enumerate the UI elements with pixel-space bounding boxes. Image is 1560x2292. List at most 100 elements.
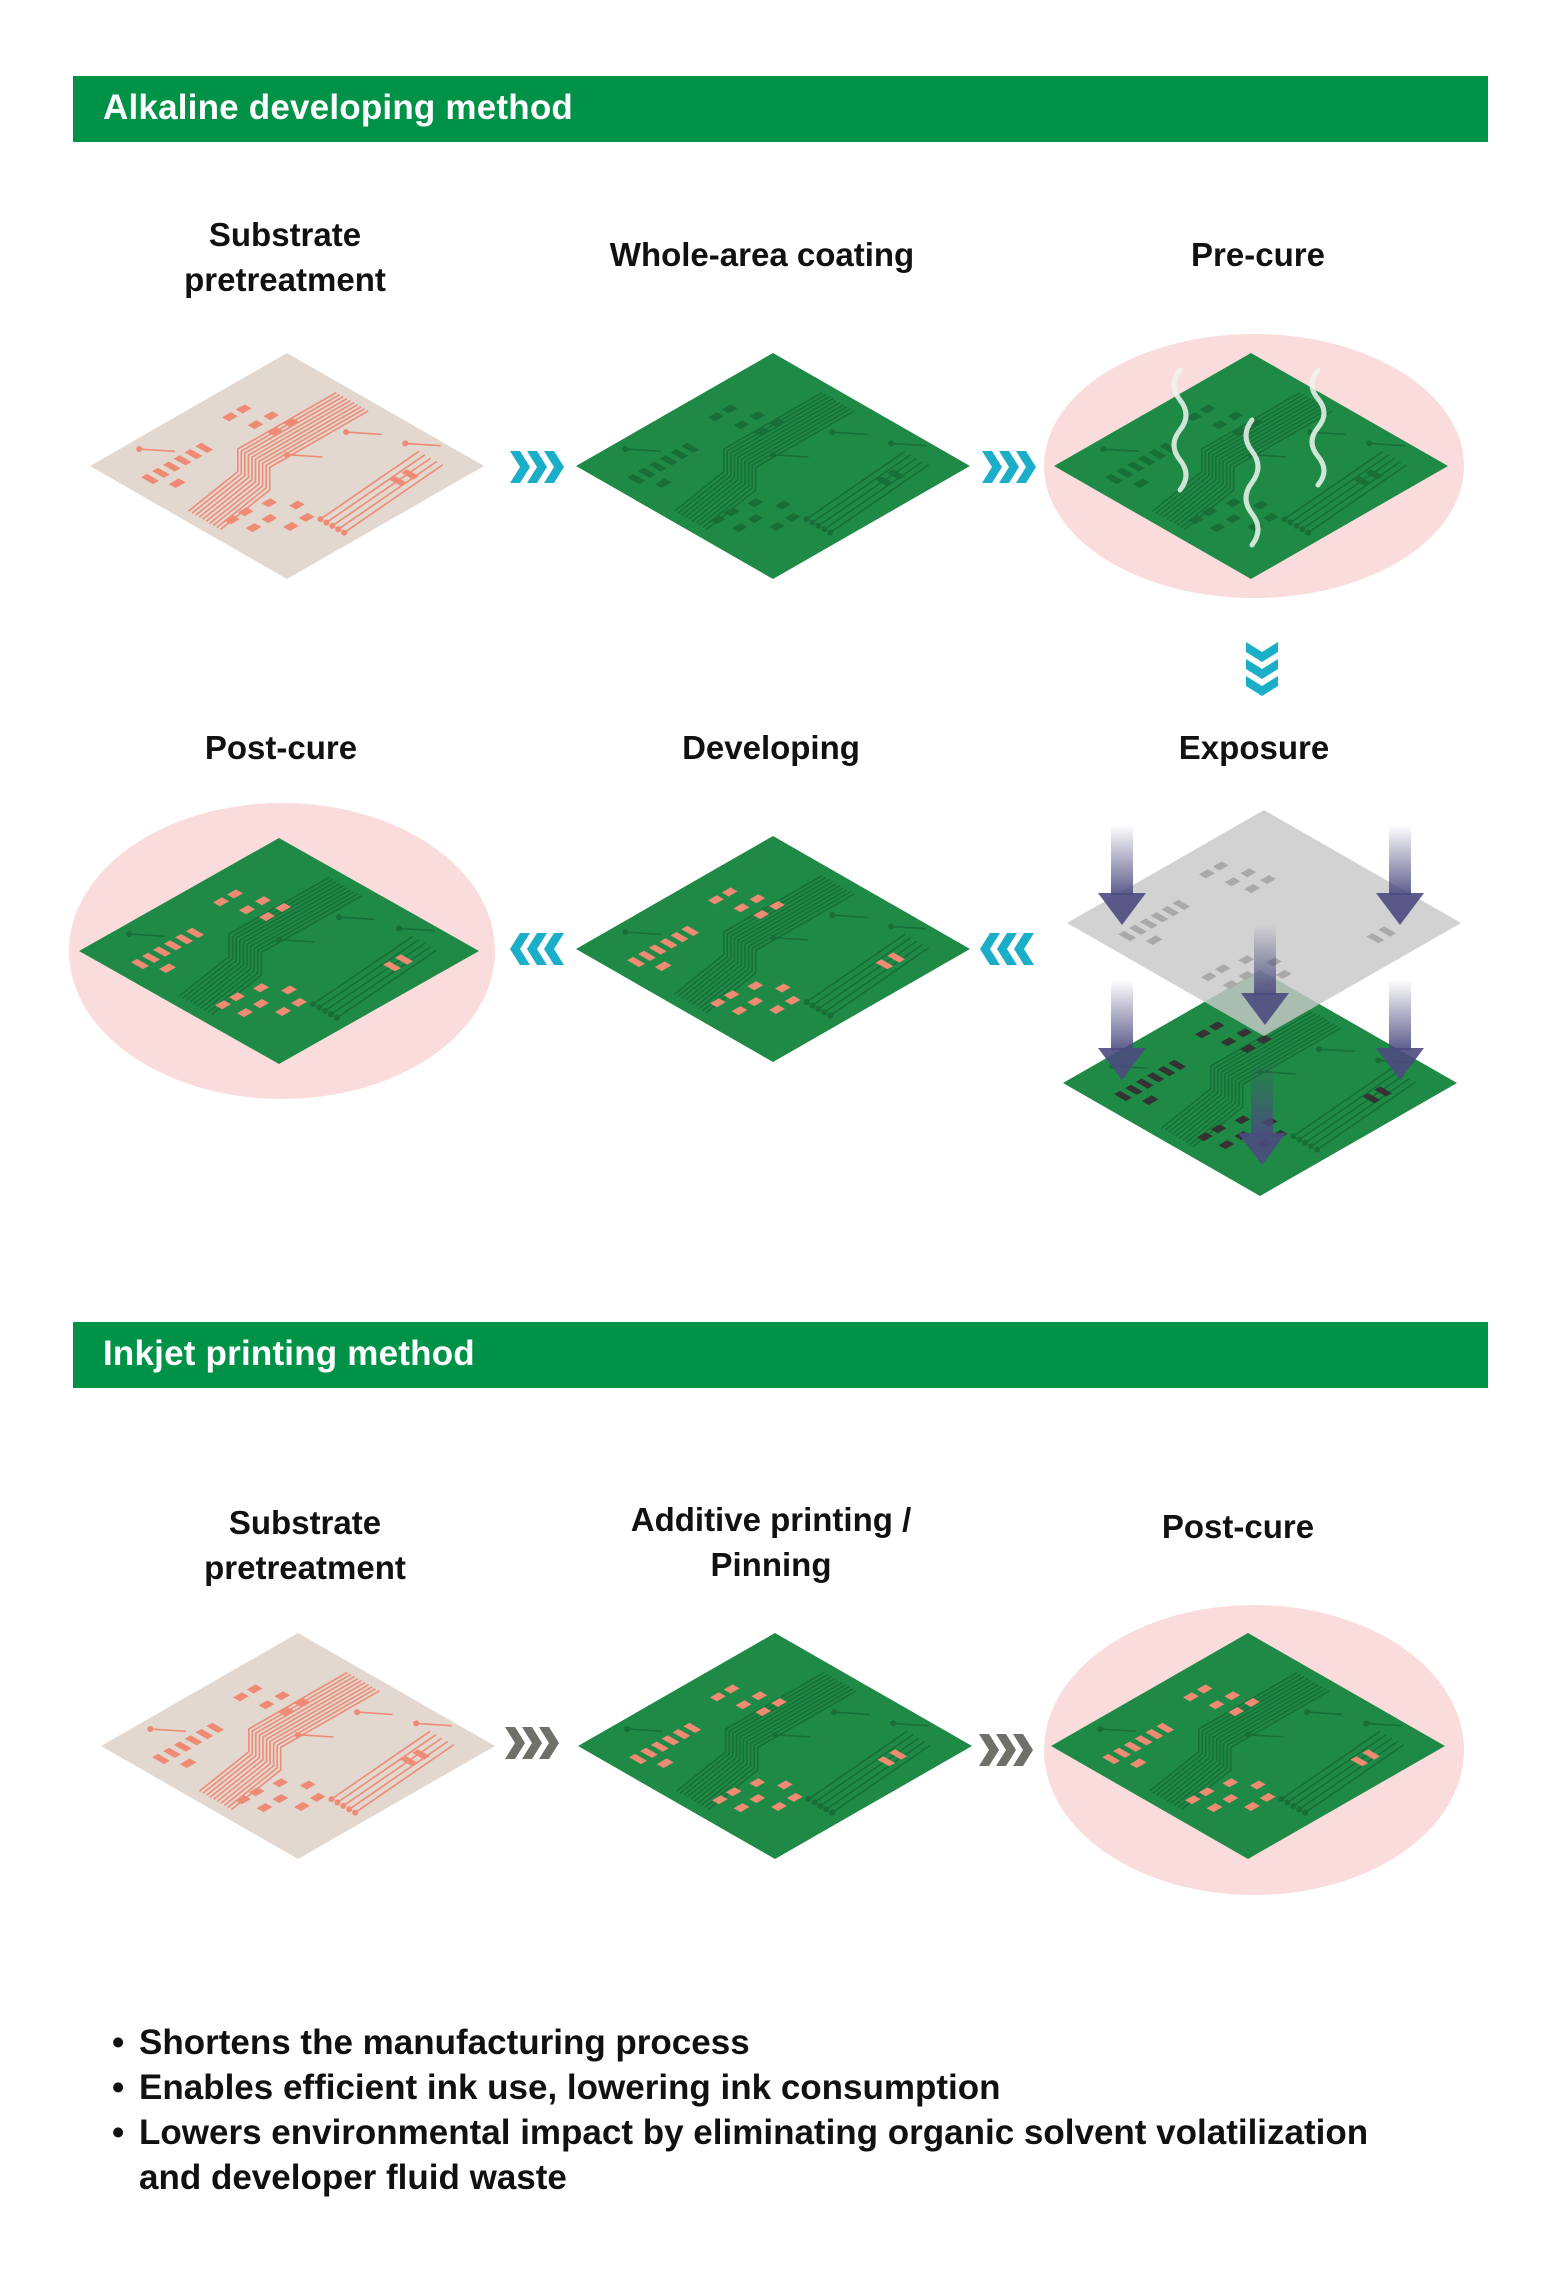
trace-via (815, 1005, 822, 1012)
board-inkjet-substrate (101, 1633, 495, 1859)
copper-pad (195, 442, 214, 453)
flow-arrow-left-icon (510, 933, 564, 965)
copper-pad (173, 455, 192, 466)
circuit-traces (136, 391, 444, 536)
trace-line (325, 454, 426, 524)
copper-pad (162, 461, 181, 472)
trace-line (405, 442, 441, 447)
trace-via (1281, 516, 1288, 523)
circuit-traces (1100, 391, 1408, 536)
copper-pad (229, 992, 245, 1002)
light-beam (1254, 925, 1276, 995)
trace-line (831, 1744, 932, 1814)
trace-via (1375, 1057, 1382, 1064)
trace-line (227, 1688, 376, 1809)
copper-pad (401, 469, 419, 480)
arrow-down-icon (1376, 893, 1424, 925)
copper-pad (395, 954, 413, 965)
trace-line (207, 893, 359, 1014)
trace-line (695, 887, 844, 1008)
copper-pad (877, 1756, 896, 1767)
trace-line (823, 460, 924, 530)
copper-pad (278, 1707, 295, 1717)
copper-pad (661, 1735, 680, 1746)
copper-pad (627, 473, 645, 485)
trace-line (213, 1680, 362, 1800)
pad-group (627, 404, 905, 533)
mask-pad (1222, 980, 1239, 990)
copper-pad (1210, 1124, 1227, 1134)
copper-pad (1209, 523, 1226, 533)
step-label-whole-area-coating: Whole-area coating (552, 232, 972, 277)
copper-pad (173, 1741, 192, 1752)
copper-pad (721, 404, 738, 414)
board-whole-area-coating (576, 353, 970, 579)
trace-line (1166, 400, 1315, 520)
section-title-inkjet: Inkjet printing method (103, 1334, 475, 1374)
label-line: Whole-area coating (609, 236, 915, 273)
copper-pad (650, 1741, 669, 1752)
trace-line (1292, 1737, 1393, 1807)
mask-pad (1139, 918, 1158, 929)
copper-pad (648, 944, 667, 955)
copper-pad (233, 1692, 249, 1702)
copper-pad (1135, 1078, 1154, 1089)
exposure-light-arrow (1376, 825, 1424, 925)
trace-line (698, 406, 848, 527)
copper-pad (272, 1794, 289, 1804)
copper-pad (659, 455, 678, 466)
copper-pad (769, 1004, 785, 1014)
label-line: Post-cure (204, 729, 358, 766)
copper-pad (1146, 1072, 1165, 1083)
trace-line (286, 453, 323, 458)
copper-pad (1240, 1044, 1257, 1054)
copper-pad (712, 1795, 728, 1805)
light-beam (1251, 1060, 1273, 1135)
copper-pad (656, 1758, 674, 1768)
trace-line (891, 442, 927, 447)
copper-pad (206, 1722, 225, 1733)
label-line: pretreatment (184, 261, 386, 298)
light-beam (1389, 825, 1411, 895)
trace-line (1171, 1015, 1321, 1135)
copper-pad (283, 418, 299, 427)
trace-line (1298, 1071, 1399, 1141)
trace-via (1284, 1799, 1291, 1806)
trace-via (1305, 529, 1312, 536)
chevron-icon (1246, 676, 1278, 696)
copper-pad (747, 498, 764, 508)
board-post-cure (79, 838, 479, 1064)
copper-pad (1225, 514, 1242, 524)
trace-via (336, 914, 342, 921)
trace-line (823, 943, 924, 1013)
trace-line (1162, 398, 1312, 518)
copper-pad (163, 1747, 181, 1758)
trace-via (809, 1002, 816, 1009)
copper-pad (1188, 515, 1204, 525)
trace-via (276, 936, 282, 943)
copper-pad (1236, 1028, 1253, 1038)
copper-pad (1198, 1787, 1215, 1797)
trace-line (338, 916, 376, 921)
copper-pad (1132, 478, 1150, 488)
chevron-icon (980, 933, 1000, 965)
trace-via (323, 519, 330, 526)
trace-line (330, 945, 432, 1015)
mask-pad (1378, 926, 1396, 937)
copper-pad (875, 476, 894, 487)
copper-pad (786, 1792, 803, 1802)
chevron-icon (527, 451, 547, 483)
copper-pad (753, 427, 770, 437)
chevron-icon (1014, 933, 1034, 965)
mask-pad (1201, 972, 1217, 982)
trace-line (700, 1686, 850, 1807)
trace-line (891, 925, 927, 930)
copper-pad (1156, 1722, 1175, 1733)
section-title-alkaline: Alkaline developing method (103, 88, 573, 128)
copper-pad (152, 467, 170, 478)
trace-line (686, 1678, 836, 1798)
copper-pad (235, 1795, 251, 1805)
board-surface (90, 353, 484, 579)
copper-pad (298, 512, 315, 522)
trace-line (1148, 1671, 1298, 1792)
